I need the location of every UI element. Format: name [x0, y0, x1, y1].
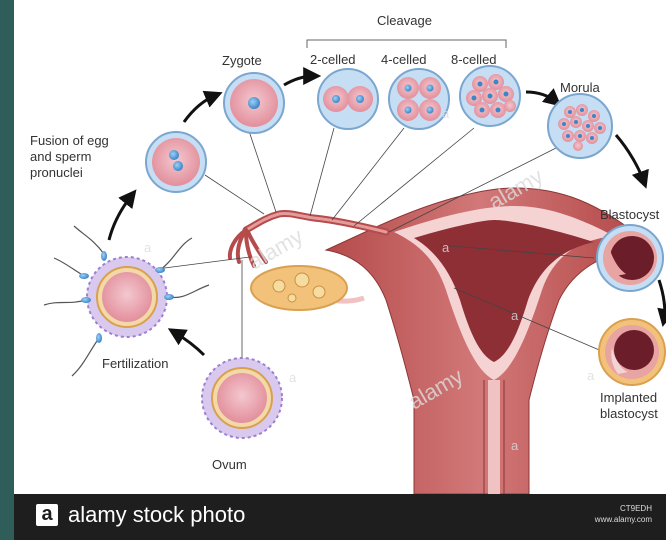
watermark-text: a — [511, 438, 519, 453]
two-celled-cell — [318, 69, 378, 129]
site-url: www.alamy.com — [595, 514, 652, 525]
fusion-label: Fusion of egg and sperm pronuclei — [30, 133, 109, 181]
embryo-development-diagram: a a alamy a alamy a a alamy a a — [14, 0, 666, 494]
fusion-cell — [146, 132, 206, 192]
diagram-frame: a a alamy a alamy a a alamy a a Cleavage… — [14, 0, 666, 540]
watermark-text: a — [511, 308, 519, 323]
alamy-logo: a — [36, 504, 58, 526]
watermark-text: a — [587, 368, 595, 383]
zygote-cell — [224, 73, 284, 133]
fertilization-label: Fertilization — [102, 356, 168, 372]
four-celled-label: 4-celled — [381, 52, 427, 68]
eight-celled-cell — [460, 66, 520, 126]
image-code: CT9EDH www.alamy.com — [595, 503, 652, 525]
eight-celled-label: 8-celled — [451, 52, 497, 68]
zygote-label: Zygote — [222, 53, 262, 69]
watermark-text: a — [144, 240, 152, 255]
blastocyst-cell — [597, 225, 663, 291]
morula-cell — [548, 94, 612, 158]
ovary — [251, 266, 364, 310]
cleavage-bracket — [307, 40, 506, 48]
fallopian-tube — [246, 213, 386, 232]
image-id: CT9EDH — [595, 503, 652, 514]
blastocyst-label: Blastocyst — [600, 207, 659, 223]
ovum-label: Ovum — [212, 457, 247, 473]
morula-label: Morula — [560, 80, 600, 96]
uterus — [326, 188, 634, 494]
implanted-blastocyst-label: Implanted blastocyst — [600, 390, 658, 422]
cleavage-label: Cleavage — [377, 13, 432, 29]
two-celled-label: 2-celled — [310, 52, 356, 68]
fertilization-egg — [87, 257, 167, 337]
stock-photo-footer: a alamy stock photo CT9EDH www.alamy.com — [14, 494, 666, 540]
brand-text: alamy stock photo — [68, 502, 245, 528]
implanted-blastocyst-cell — [599, 319, 665, 385]
ovum-cell — [202, 358, 282, 438]
watermark-text: a — [289, 370, 297, 385]
watermark-text: a — [442, 106, 450, 121]
four-celled-cell — [389, 69, 449, 129]
watermark-text: a — [442, 240, 450, 255]
